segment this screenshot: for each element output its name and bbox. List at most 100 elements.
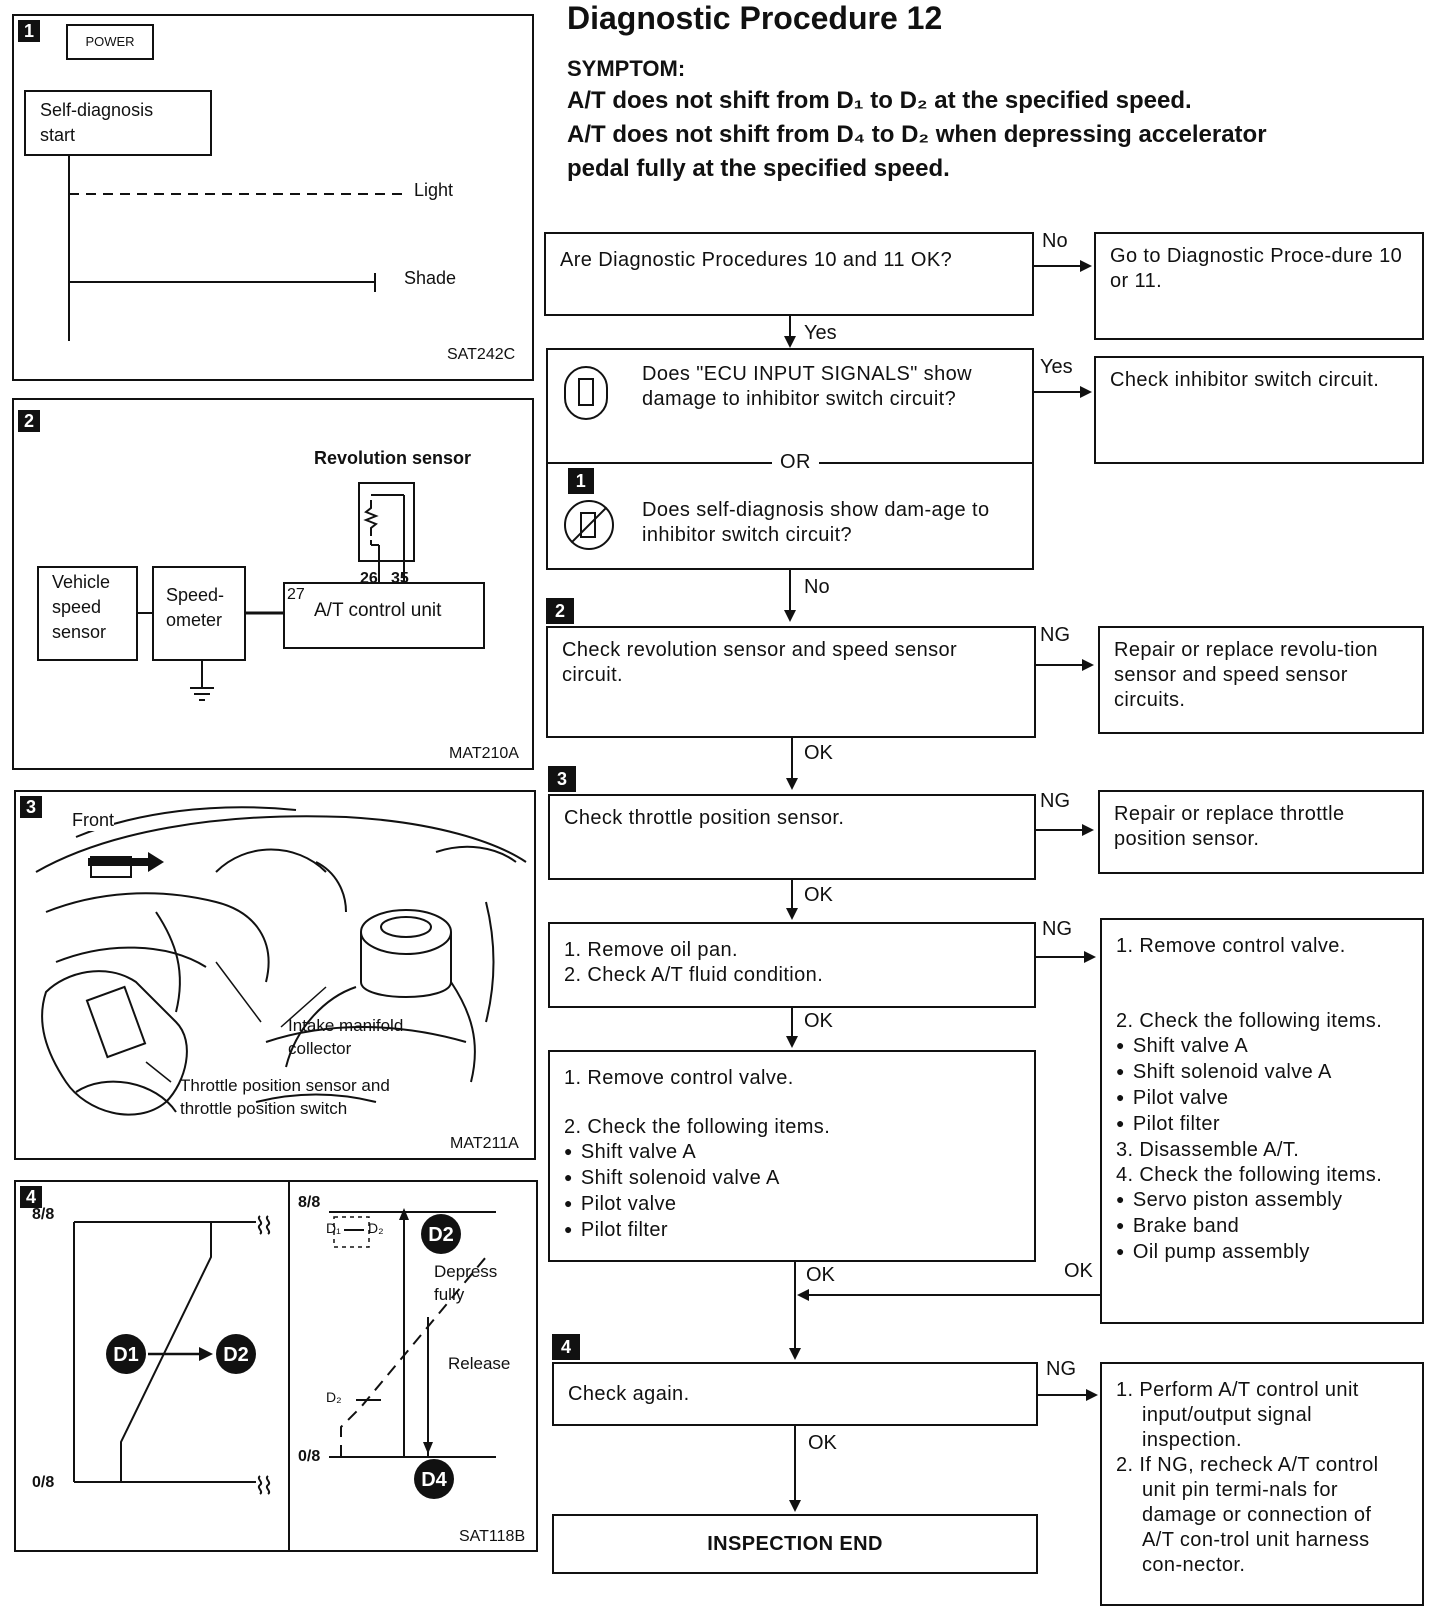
rc-step-3: 3. Disassemble A/T. bbox=[1116, 1139, 1300, 1161]
list-item: Shift valve A bbox=[1116, 1034, 1408, 1060]
figure-code: MAT210A bbox=[449, 745, 519, 762]
figure-1-panel: 1 POWER Self-diagnosis start Light Shade… bbox=[12, 14, 534, 381]
intake-line-2: collector bbox=[288, 1039, 352, 1058]
rc-items-list-2: Servo piston assembly Brake band Oil pum… bbox=[1116, 1188, 1408, 1266]
axis-top-label-right: 8/8 bbox=[298, 1194, 321, 1211]
yes-label: Yes bbox=[1040, 356, 1073, 378]
list-item: Oil pump assembly bbox=[1116, 1240, 1408, 1266]
shade-label: Shade bbox=[404, 268, 457, 288]
symptom-line-2: A/T does not shift from D₄ to D₂ when de… bbox=[567, 121, 1267, 148]
ng-label: NG bbox=[1042, 918, 1072, 940]
ng-label: NG bbox=[1040, 624, 1070, 646]
axis-top-label: 8/8 bbox=[32, 1206, 55, 1223]
tps-line-1: Throttle position sensor and bbox=[180, 1076, 390, 1095]
shift-schedule-diagram: D1 D2 D2 D4 bbox=[73, 1208, 496, 1499]
revolution-sensor-label: Revolution sensor bbox=[314, 448, 472, 468]
list-item: Servo piston assembly bbox=[1116, 1188, 1408, 1214]
at-control-unit-label: A/T control unit bbox=[314, 600, 442, 621]
ok-label: OK bbox=[804, 742, 833, 764]
question-procedures-10-11: Are Diagnostic Procedures 10 and 11 OK? bbox=[544, 232, 1034, 316]
figure-4-panel: 4 D1 D2 bbox=[14, 1180, 538, 1552]
page-title: Diagnostic Procedure 12 bbox=[567, 0, 943, 36]
rc-items-list: Shift valve A Shift solenoid valve A Pil… bbox=[1116, 1034, 1408, 1138]
light-label: Light bbox=[414, 180, 454, 200]
speedometer-label: Speed- ometer bbox=[166, 583, 224, 633]
figure-code: SAT242C bbox=[447, 346, 516, 363]
depress-line-2: fully bbox=[434, 1285, 465, 1304]
self-diagnosis-start-box: Self-diagnosis start bbox=[24, 90, 212, 156]
check-throttle-sensor-box: Check throttle position sensor. bbox=[548, 794, 1036, 880]
intake-manifold-label: Intake manifold collector bbox=[288, 1014, 403, 1060]
perform-signal-inspection-box: 1. Perform A/T control unit input/output… bbox=[1100, 1362, 1424, 1606]
consult-tester-icon bbox=[564, 366, 608, 420]
remove-oil-pan-line: 1. Remove oil pan. bbox=[564, 939, 738, 961]
ng-label: NG bbox=[1040, 790, 1070, 812]
question-ecu-input-signals: Does "ECU INPUT SIGNALS" show damage to … bbox=[642, 363, 972, 410]
d2-small-label: D₂ bbox=[368, 1220, 384, 1236]
d2-symbol-right: D2 bbox=[428, 1224, 454, 1246]
figure-badge: 4 bbox=[20, 1186, 42, 1208]
vss-line-2: speed bbox=[52, 597, 102, 617]
cv-items-list: Shift valve A Shift solenoid valve A Pil… bbox=[564, 1140, 1020, 1244]
ok-label: OK bbox=[804, 1010, 833, 1032]
remove-control-valve-disassemble-box: 1. Remove control valve. 2. Check the fo… bbox=[1100, 918, 1424, 1324]
timing-diagram bbox=[68, 156, 407, 341]
list-item: Pilot valve bbox=[1116, 1086, 1408, 1112]
step-3-badge: 3 bbox=[548, 766, 576, 792]
remove-control-valve-box: 1. Remove control valve. 2. Check the fo… bbox=[548, 1050, 1036, 1262]
remove-oil-pan-box: 1. Remove oil pan. 2. Check A/T fluid co… bbox=[548, 922, 1036, 1008]
rc-step-4: 4. Check the following items. bbox=[1116, 1164, 1383, 1186]
cv-step-2: 2. Check the following items. bbox=[564, 1116, 831, 1138]
list-item: Shift solenoid valve A bbox=[564, 1166, 1020, 1192]
figure-badge: 1 bbox=[18, 20, 40, 42]
speedo-line-2: ometer bbox=[166, 610, 223, 630]
wiring-diagram bbox=[37, 482, 485, 701]
power-indicator: POWER bbox=[66, 24, 154, 60]
go-to-procedure-box: Go to Diagnostic Proce-dure 10 or 11. bbox=[1094, 232, 1424, 340]
check-inhibitor-switch-box: Check inhibitor switch circuit. bbox=[1094, 356, 1424, 464]
perform-step-2: 2. If NG, recheck A/T control unit pin t… bbox=[1116, 1454, 1379, 1576]
check-fluid-line: 2. Check A/T fluid condition. bbox=[564, 964, 824, 986]
symptom-line-1: A/T does not shift from D₁ to D₂ at the … bbox=[567, 87, 1192, 114]
front-label: Front bbox=[72, 810, 115, 831]
axis-bottom-label: 0/8 bbox=[32, 1474, 55, 1491]
figure-badge: 3 bbox=[20, 796, 42, 818]
yes-label: Yes bbox=[804, 322, 837, 344]
no-label: No bbox=[804, 576, 830, 598]
symptom-label: SYMPTOM: bbox=[567, 56, 686, 81]
self-diagnosis-icon bbox=[564, 500, 614, 550]
or-label: OR bbox=[772, 450, 819, 475]
pin-27-label: 27 bbox=[287, 586, 305, 603]
repair-throttle-sensor-box: Repair or replace throttle position sens… bbox=[1098, 790, 1424, 874]
start-label: start bbox=[40, 125, 76, 145]
list-item: Pilot filter bbox=[564, 1218, 1020, 1244]
self-diagnosis-label: Self-diagnosis bbox=[40, 100, 154, 120]
check-again-box: Check again. bbox=[552, 1362, 1038, 1426]
vss-line-3: sensor bbox=[52, 622, 107, 642]
question-self-diagnosis: Does self-diagnosis show dam-age to inhi… bbox=[642, 499, 990, 546]
list-item: Shift solenoid valve A bbox=[1116, 1060, 1408, 1086]
ok-label: OK bbox=[804, 884, 833, 906]
intake-line-1: Intake manifold bbox=[288, 1016, 404, 1035]
figure-2-panel: 2 Revolution sensor Vehicle speed sensor… bbox=[12, 398, 534, 770]
no-label: No bbox=[1042, 230, 1068, 252]
pin-26-label: 26 bbox=[360, 570, 378, 587]
ok-label: OK bbox=[808, 1432, 837, 1454]
ng-label: NG bbox=[1046, 1358, 1076, 1380]
depress-fully-label: Depress fully bbox=[434, 1260, 497, 1306]
tps-line-2: throttle position switch bbox=[180, 1099, 348, 1118]
engine-bay-illustration bbox=[35, 806, 527, 1116]
d1-symbol: D1 bbox=[113, 1344, 139, 1366]
repair-revolution-sensor-box: Repair or replace revolu-tion sensor and… bbox=[1098, 626, 1424, 734]
speedo-line-1: Speed- bbox=[166, 585, 225, 605]
list-item: Pilot valve bbox=[564, 1192, 1020, 1218]
list-item: Brake band bbox=[1116, 1214, 1408, 1240]
ok-label: OK bbox=[806, 1264, 835, 1286]
ok-label: OK bbox=[1064, 1260, 1093, 1282]
d2-symbol: D2 bbox=[223, 1344, 249, 1366]
list-item: Shift valve A bbox=[564, 1140, 1020, 1166]
rc-step-2: 2. Check the following items. bbox=[1116, 1010, 1383, 1032]
d1-small-label: D₁ bbox=[326, 1220, 341, 1236]
figure-code: MAT211A bbox=[450, 1135, 519, 1152]
